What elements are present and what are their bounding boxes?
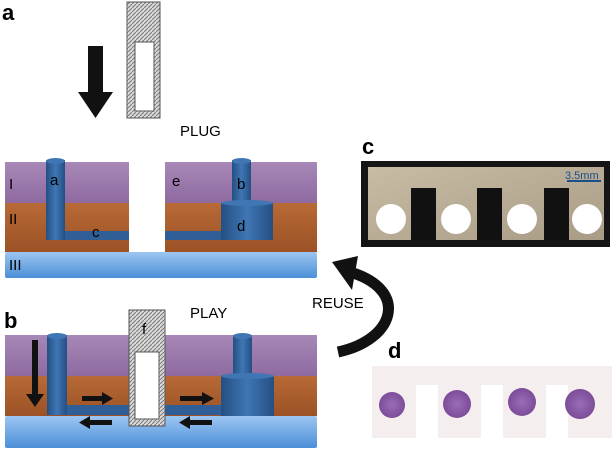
device-cross-section-b — [5, 309, 317, 448]
reservoir-label: d — [237, 218, 245, 235]
reuse-arrow-icon — [332, 256, 394, 358]
channel-label: c — [92, 224, 100, 241]
layer-iii-label: III — [9, 257, 22, 274]
play-label: PLAY — [190, 305, 227, 322]
flow-down-arrow-icon — [26, 340, 44, 407]
panel-c: c 3.5mm — [361, 134, 610, 247]
panel-b-letter: b — [4, 308, 17, 333]
reuse-label: REUSE — [312, 295, 364, 312]
layer-i-label: I — [9, 176, 13, 193]
down-arrow-icon — [78, 46, 113, 118]
flow-right-arrow-left-icon — [82, 392, 113, 405]
panel-b: b PLAY f — [4, 305, 317, 448]
flow-left-arrow-left-icon — [79, 416, 112, 429]
plug-insert — [126, 1, 161, 119]
panel-d-letter: d — [388, 338, 401, 363]
inlet-label: a — [50, 172, 59, 189]
plug-f-label: f — [142, 321, 147, 338]
device-cross-section-a — [5, 158, 317, 278]
flow-right-arrow-right-icon — [180, 392, 214, 405]
panel-d: d — [372, 338, 612, 438]
flow-left-arrow-right-icon — [179, 416, 212, 429]
plug-label: PLUG — [180, 123, 221, 140]
panel-a-letter: a — [2, 0, 15, 25]
paper-device-photo — [361, 161, 610, 247]
outlet-label: b — [237, 176, 245, 193]
stained-strip-photo — [372, 366, 612, 438]
panel-a: a PLUG — [2, 0, 317, 278]
scale-bar-label: 3.5mm — [565, 170, 599, 182]
slot-label: e — [172, 173, 180, 190]
layer-ii-label: II — [9, 211, 17, 228]
panel-c-letter: c — [362, 134, 374, 159]
